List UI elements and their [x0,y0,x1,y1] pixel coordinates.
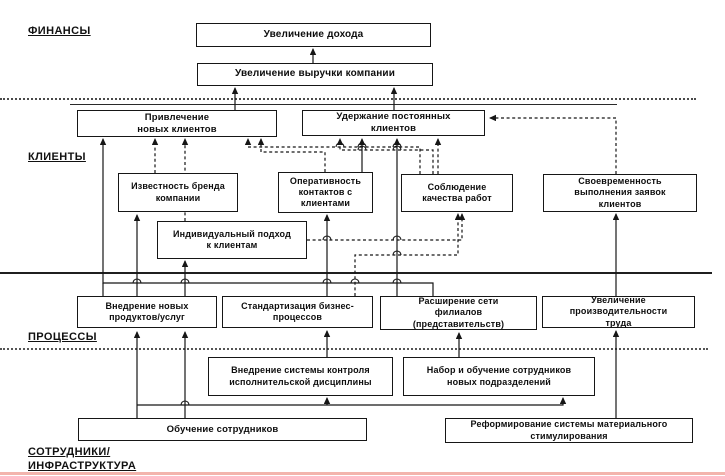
section-label-staff-infrastructure: СОТРУДНИКИ/ ИНФРАСТРУКТУРА [28,446,137,473]
perspective-separator-3 [0,348,708,350]
node-sistema-kontrolya: Внедрение системы контроля исполнительск… [208,357,393,396]
line-crossing-bridge [392,145,402,151]
line-crossing-bridge [357,145,367,151]
node-privlechenie-klientov: Привлечение новых клиентов [77,110,277,137]
line-crossing-bridge [322,278,332,284]
node-izvestnost-brenda: Известность бренда компании [118,173,238,212]
connector-arrow [336,138,434,174]
node-proizvoditelnost-truda: Увеличение производительности труда [542,295,695,328]
node-obuchenie-sotrudnikov: Обучение сотрудников [78,418,367,441]
node-soblyudenie-kachestva: Соблюдение качества работ [401,174,513,212]
line-crossing-bridge [350,278,360,284]
section-label-clients: КЛИЕНТЫ [28,151,86,163]
line-crossing-bridge [357,142,367,148]
section-label-finance: ФИНАНСЫ [28,25,91,37]
node-reformirovanie-stimulirovaniya: Реформирование системы материального сти… [445,418,693,443]
connector-arrow [354,213,462,296]
node-nabor-i-obuchenie: Набор и обучение сотрудников новых подра… [403,357,595,396]
perspective-separator-4 [0,472,725,475]
node-svoevremennost-zayavok: Своевременность выполнения заявок клиент… [543,174,697,212]
connector-arrow [257,138,326,172]
node-vnedrenie-produktov: Внедрение новых продуктов/услуг [77,296,217,328]
line-crossing-bridge [335,142,345,148]
perspective-separator-2 [0,272,712,274]
line-crossing-bridge [392,278,402,284]
line-crossing-bridge [392,250,402,256]
connector-arrow [307,213,466,241]
node-uderzhanie-klientov: Удержание постоянных клиентов [302,110,485,136]
perspective-separator-0 [0,98,696,100]
node-rasshirenie-seti: Расширение сети филиалов (представительс… [380,296,537,330]
line-crossing-bridge [180,278,190,284]
node-operativnost-kontaktov: Оперативность контактов с клиентами [278,172,373,213]
line-crossing-bridge [392,235,402,241]
connector-arrow [137,397,567,406]
line-crossing-bridge [180,400,190,406]
line-crossing-bridge [322,235,332,241]
node-uvelichenie-dohoda: Увеличение дохода [196,23,431,47]
connector-arrow [244,138,421,174]
node-individualnyj-podhod: Индивидуальный подход к клиентам [157,221,307,259]
perspective-separator-1 [70,104,617,105]
node-uvelichenie-vyruchki: Увеличение выручки компании [197,63,433,86]
section-label-processes: ПРОЦЕССЫ [28,331,97,343]
node-standartizaciya: Стандартизация бизнес- процессов [222,296,373,328]
line-crossing-bridge [132,278,142,284]
line-crossing-bridge [392,142,402,148]
connector-arrow [489,114,617,174]
